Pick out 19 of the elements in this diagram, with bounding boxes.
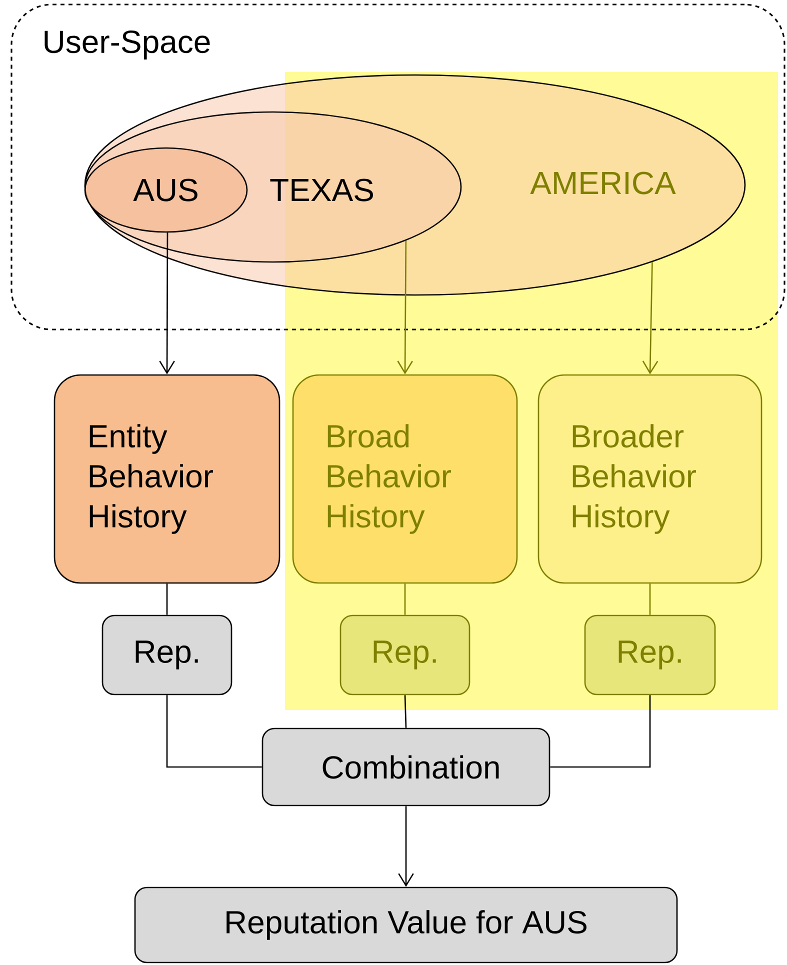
process-box: Rep. bbox=[584, 614, 716, 696]
connector-line bbox=[550, 695, 651, 768]
connector-line bbox=[166, 695, 262, 768]
arrow bbox=[159, 232, 175, 374]
connector-line bbox=[404, 695, 407, 728]
process-box: Rep. bbox=[340, 614, 470, 696]
history-box: Entity Behavior History bbox=[54, 374, 280, 584]
arrow bbox=[397, 240, 413, 374]
ellipse-region: AUS bbox=[84, 147, 248, 233]
history-box: Broad Behavior History bbox=[292, 374, 518, 584]
history-box: Broader Behavior History bbox=[538, 374, 762, 584]
connector-line bbox=[404, 584, 406, 615]
connector-line bbox=[166, 584, 168, 615]
connector-line bbox=[649, 584, 651, 615]
arrow bbox=[642, 262, 658, 374]
process-box: Combination bbox=[262, 728, 550, 806]
process-box: Reputation Value for AUS bbox=[134, 886, 678, 964]
process-box: Rep. bbox=[102, 614, 232, 696]
arrow bbox=[398, 806, 414, 887]
